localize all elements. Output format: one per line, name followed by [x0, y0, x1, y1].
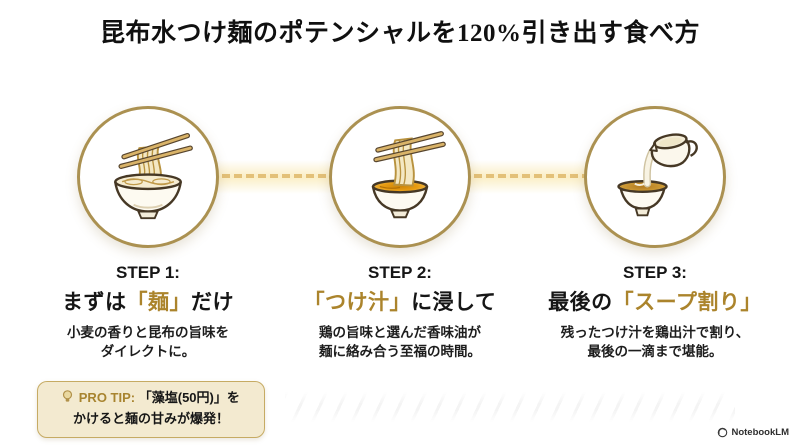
step-2-label: STEP 2: — [368, 263, 432, 282]
step-2-description-line2: 麺に絡み合う至福の時間。 — [319, 343, 481, 359]
step-1-description-line1: 小麦の香りと昆布の旨味を — [67, 325, 229, 340]
step-3-heading-prefix: 最後の — [548, 291, 613, 314]
noodle-dip-broth-icon — [347, 127, 453, 228]
notebooklm-brand-text: NotebookLM — [731, 427, 789, 438]
step-1-heading-suffix: だけ — [191, 291, 234, 314]
step-3-column: STEP 3: 最後の「スープ割り」 残ったつけ汁を鶏出汁で割り、 最後の一滴ま… — [525, 106, 785, 361]
step-3-description-line1: 残ったつけ汁を鶏出汁で割り、 — [560, 325, 750, 340]
soup-pour-icon — [602, 127, 708, 228]
step-1-heading-gold: 「麺」 — [126, 291, 191, 314]
step-3-circle — [584, 106, 726, 248]
step-2-heading-suffix: に浸して — [411, 291, 497, 314]
step-1-circle — [77, 106, 219, 248]
step-1-column: STEP 1: まずは「麺」だけ 小麦の香りと昆布の旨味を ダイレクトに。 — [18, 106, 278, 361]
step-2-description: 鶏の旨味と選んだ香味油が 麺に絡み合う至福の時間。 — [270, 324, 530, 361]
page-title: 昆布水つけ麺のポテンシャルを120%引き出す食べ方 — [99, 20, 700, 47]
step-1-heading-prefix: まずは — [62, 291, 127, 314]
step-2-column: STEP 2: 「つけ汁」に浸して 鶏の旨味と選んだ香味油が 麺に絡み合う至福の… — [270, 106, 530, 361]
step-3-description: 残ったつけ汁を鶏出汁で割り、 最後の一滴まで堪能。 — [525, 324, 785, 361]
step-1-label: STEP 1: — [116, 263, 180, 282]
notebooklm-logo-icon — [717, 427, 728, 438]
pro-tip-text-line2: かけると麺の甘みが爆発！ — [72, 410, 229, 426]
pro-tip-text-line1: 「藻塩(50円)」を — [138, 390, 240, 405]
step-2-circle — [329, 106, 471, 248]
noodle-lift-bowl-icon — [95, 127, 201, 228]
pro-tip-box: PRO TIP: 「藻塩(50円)」を かけると麺の甘みが爆発！ — [37, 381, 265, 438]
step-3-heading: 最後の「スープ割り」 — [525, 286, 785, 316]
step-1-description-line2: ダイレクトに。 — [100, 343, 196, 359]
step-3-heading-gold: 「スープ割り」 — [612, 291, 762, 314]
step-3-label: STEP 3: — [623, 263, 687, 282]
step-2-heading: 「つけ汁」に浸して — [270, 286, 530, 316]
step-1-description: 小麦の香りと昆布の旨味を ダイレクトに。 — [18, 324, 278, 361]
faint-watermark-texture — [285, 392, 735, 422]
step-3-description-line2: 最後の一滴まで堪能。 — [587, 343, 723, 359]
step-2-heading-gold: 「つけ汁」 — [303, 291, 412, 314]
step-1-heading: まずは「麺」だけ — [18, 286, 278, 316]
step-2-description-line1: 鶏の旨味と選んだ香味油が — [319, 325, 481, 340]
lightbulb-icon — [62, 390, 77, 407]
notebooklm-badge: NotebookLM — [717, 427, 789, 438]
pro-tip-label: PRO TIP: — [78, 390, 136, 405]
